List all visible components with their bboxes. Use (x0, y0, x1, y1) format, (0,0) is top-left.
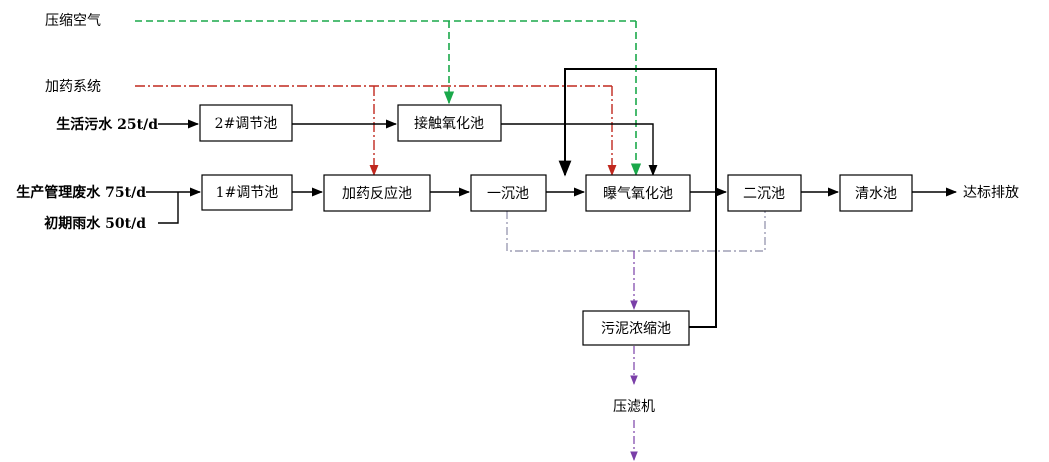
unit-clear-water: 清水池 (839, 174, 913, 212)
source-dosing-system: 加药系统 (45, 79, 101, 95)
output-filter-press: 压滤机 (613, 399, 655, 415)
sludge-collection-line (506, 211, 766, 252)
unit-aeration-oxidation: 曝气氧化池 (585, 174, 691, 212)
unit-contact-oxidation-label: 接触氧化池 (414, 115, 484, 132)
input-initial-rainwater: 初期雨水 50t/d (44, 215, 146, 232)
unit-aeration-oxidation-label: 曝气氧化池 (603, 186, 673, 202)
sludge-lines (506, 211, 766, 461)
unit-primary-settling-label: 一沉池 (487, 186, 529, 202)
unit-clear-water-label: 清水池 (855, 186, 897, 202)
unit-tank2-label: 2#调节池 (215, 116, 278, 132)
dosing-line (135, 85, 617, 177)
flow-contact-to-aeration (501, 123, 658, 177)
unit-secondary-settling-label: 二沉池 (743, 186, 785, 202)
return-thickener-to-aeration (558, 68, 717, 328)
input-production-wastewater: 生产管理废水 75t/d (16, 184, 146, 201)
unit-dosing-reactor: 加药反应池 (323, 174, 431, 212)
unit-primary-settling: 一沉池 (470, 174, 547, 212)
unit-tank1-label: 1#调节池 (216, 185, 279, 201)
unit-dosing-reactor-label: 加药反应池 (342, 185, 412, 202)
unit-sludge-thickener: 污泥浓缩池 (582, 310, 690, 346)
input-domestic-sewage: 生活污水 25t/d (56, 116, 158, 133)
source-compressed-air: 压缩空气 (45, 13, 101, 29)
unit-contact-oxidation: 接触氧化池 (397, 104, 502, 142)
unit-tank1: 1#调节池 (201, 174, 293, 211)
unit-secondary-settling: 二沉池 (727, 174, 802, 212)
flow-rain-merge (158, 192, 179, 224)
water-flow-lines (146, 68, 958, 328)
unit-sludge-thickener-label: 污泥浓缩池 (601, 321, 671, 337)
unit-tank2: 2#调节池 (199, 104, 293, 142)
compressed-air-line (135, 20, 642, 177)
output-discharge: 达标排放 (963, 185, 1019, 201)
